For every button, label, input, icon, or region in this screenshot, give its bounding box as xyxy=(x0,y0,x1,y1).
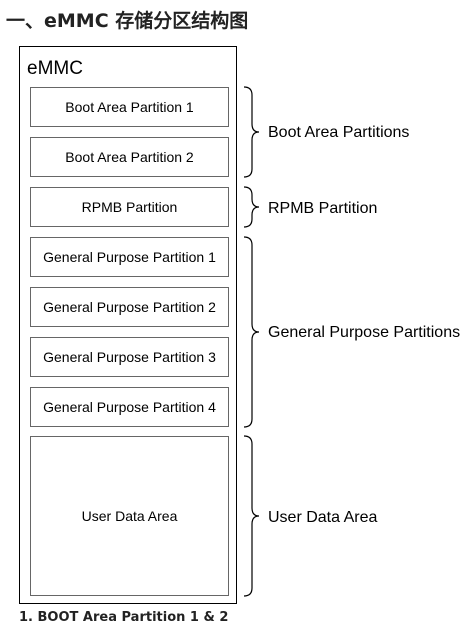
boot-area-partition-1: Boot Area Partition 1 xyxy=(30,87,229,127)
bracket-rpmb xyxy=(243,186,260,228)
general-purpose-partition-1: General Purpose Partition 1 xyxy=(30,237,229,277)
general-purpose-partition-3: General Purpose Partition 3 xyxy=(30,337,229,377)
group-label-user-data: User Data Area xyxy=(268,509,378,526)
boot-area-partition-2: Boot Area Partition 2 xyxy=(30,137,229,177)
group-label-boot-area: Boot Area Partitions xyxy=(268,124,410,141)
bracket-user-data xyxy=(243,435,260,597)
rpmb-partition: RPMB Partition xyxy=(30,187,229,227)
user-data-area: User Data Area xyxy=(30,436,229,596)
group-label-general-purpose: General Purpose Partitions xyxy=(268,324,461,341)
general-purpose-partition-2: General Purpose Partition 2 xyxy=(30,287,229,327)
section-heading: 一、eMMC 存储分区结构图 xyxy=(6,10,249,32)
bracket-boot-area xyxy=(243,86,260,178)
group-label-rpmb: RPMB Partition xyxy=(268,200,378,217)
bracket-general-purpose xyxy=(243,236,260,428)
emmc-label: eMMC xyxy=(27,58,83,79)
footnote: 1. BOOT Area Partition 1 & 2 xyxy=(19,610,229,625)
general-purpose-partition-4: General Purpose Partition 4 xyxy=(30,387,229,427)
